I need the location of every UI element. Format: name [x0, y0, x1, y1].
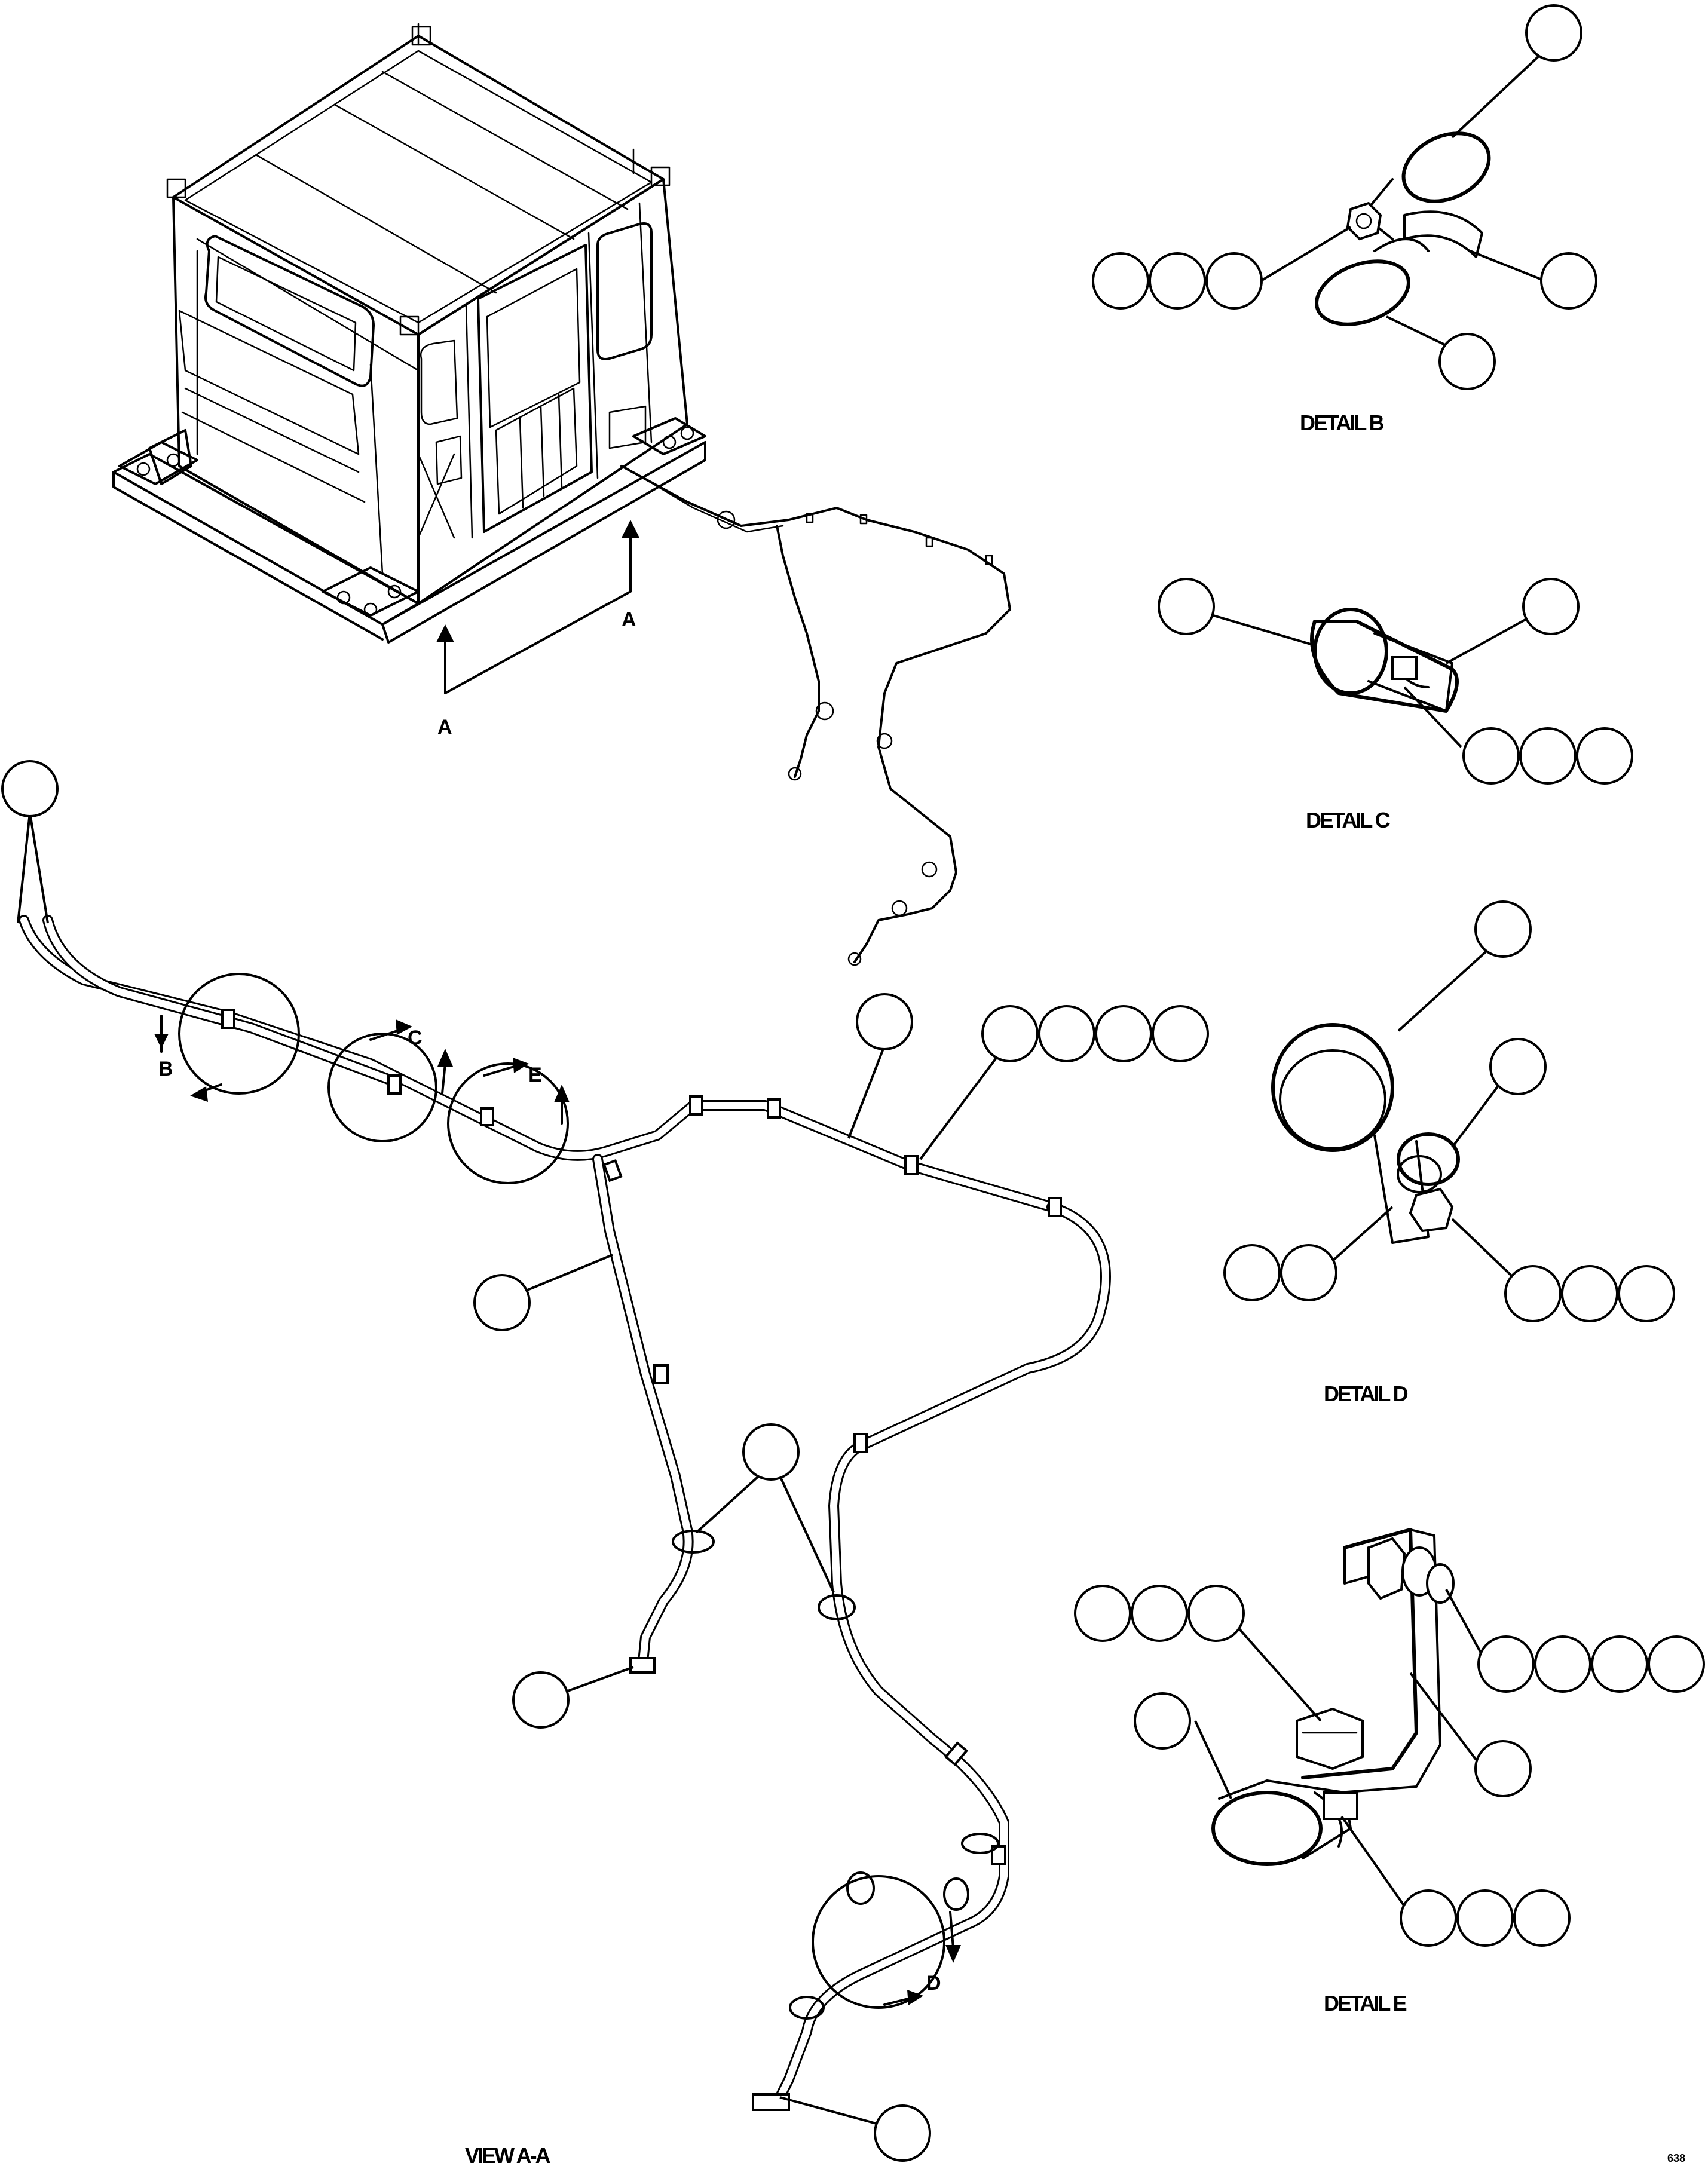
mount-pads — [118, 417, 706, 617]
detail-e-caption: DETAIL E — [1324, 1991, 1407, 2015]
detail-e: DETAIL E — [1074, 1528, 1705, 2015]
callout-label-c: C — [408, 1027, 423, 1049]
detail-d: DETAIL D — [1223, 900, 1675, 1406]
item-balloon — [1561, 1265, 1618, 1322]
callout-label-b: B — [158, 1058, 173, 1080]
item-balloon — [1519, 727, 1577, 785]
item-balloon — [1131, 1585, 1188, 1642]
section-label-a-left: A — [437, 716, 452, 739]
item-balloon — [874, 2104, 931, 2162]
detail-d-caption: DETAIL D — [1324, 1381, 1408, 1406]
item-balloon — [1187, 1585, 1245, 1642]
item-balloon — [1074, 1585, 1131, 1642]
item-balloon — [1095, 1005, 1152, 1062]
item-balloon — [742, 1423, 800, 1481]
item-balloon — [1149, 252, 1206, 310]
item-balloon — [1618, 1265, 1675, 1322]
item-balloon — [512, 1671, 570, 1729]
item-balloon — [1400, 1889, 1457, 1947]
callout-label-d: D — [926, 1972, 941, 1995]
item-balloon — [1534, 1635, 1591, 1693]
item-balloon — [1525, 4, 1582, 62]
section-label-a-right: A — [622, 608, 636, 631]
item-balloon — [1504, 1265, 1562, 1322]
item-balloon — [1513, 1889, 1571, 1947]
item-balloon — [473, 1274, 531, 1331]
detail-c: DETAIL C — [1158, 578, 1633, 832]
item-balloon — [1280, 1244, 1337, 1301]
detail-c-caption: DETAIL C — [1306, 808, 1391, 832]
item-balloon — [1474, 1740, 1532, 1797]
item-balloon — [1456, 1889, 1514, 1947]
detail-b-caption: DETAIL B — [1300, 410, 1384, 435]
item-balloon — [981, 1005, 1039, 1062]
item-balloon — [1205, 252, 1263, 310]
view-a-a-balloons — [1, 760, 1209, 2162]
section-a-a-arrows: A A — [436, 520, 639, 739]
item-balloon — [1489, 1038, 1547, 1095]
item-balloon — [1038, 1005, 1095, 1062]
item-balloon — [1648, 1635, 1705, 1693]
detail-callouts: B C E D — [154, 973, 961, 2009]
item-balloon — [1576, 727, 1633, 785]
cab-harness — [620, 465, 1011, 966]
detail-b: DETAIL B — [1092, 4, 1597, 435]
callout-label-e: E — [528, 1064, 542, 1086]
item-balloon — [1540, 252, 1597, 310]
item-balloon — [1158, 578, 1215, 635]
item-balloon — [1591, 1635, 1648, 1693]
item-balloon — [1, 760, 59, 817]
item-balloon — [856, 993, 913, 1050]
item-balloon — [1522, 578, 1580, 635]
view-a-a-caption: VIEW A-A — [465, 2143, 551, 2168]
item-balloon — [1462, 727, 1520, 785]
item-balloon — [1477, 1635, 1535, 1693]
item-balloon — [1474, 900, 1532, 958]
item-balloon — [1438, 333, 1496, 390]
item-balloon — [1152, 1005, 1209, 1062]
item-balloon — [1134, 1692, 1191, 1750]
item-balloon — [1092, 252, 1149, 310]
item-balloon — [1223, 1244, 1281, 1301]
cab-assembly — [112, 23, 706, 644]
view-a-a-hose-routing — [19, 915, 1111, 2111]
sheet-reference: 638 — [1667, 2152, 1685, 2164]
